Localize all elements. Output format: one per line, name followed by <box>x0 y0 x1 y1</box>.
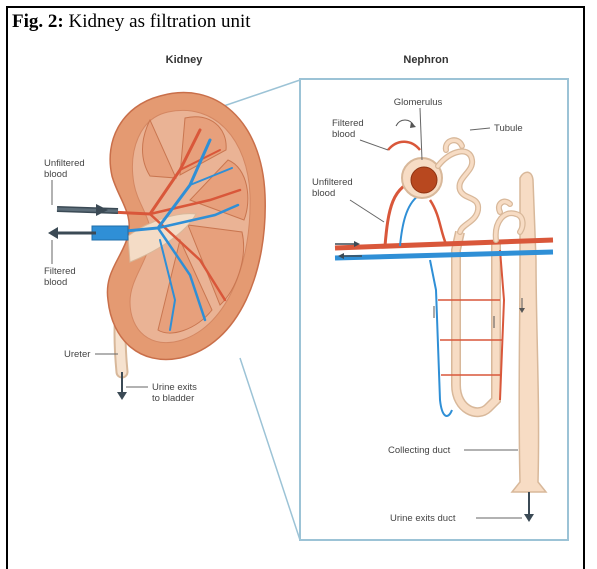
label-ureter: Ureter <box>64 349 90 360</box>
label-unfiltered-blood-nephron-line1: Unfiltered <box>312 177 353 188</box>
label-unfiltered-blood-kidney-line1: Unfiltered <box>44 158 85 169</box>
label-filtered-blood-nephron-line2: blood <box>332 129 355 140</box>
label-urine-exits-line2: to bladder <box>152 393 194 404</box>
label-urine-exits-line1: Urine exits <box>152 382 197 393</box>
label-filtered-blood-kidney-line1: Filtered <box>44 266 76 277</box>
label-tubule: Tubule <box>494 123 523 134</box>
nephron-title: Nephron <box>403 54 449 66</box>
label-unfiltered-blood-kidney-line2: blood <box>44 169 67 180</box>
label-glomerulus: Glomerulus <box>394 97 443 108</box>
label-unfiltered-blood-nephron-line2: blood <box>312 188 335 199</box>
kidney-title: Kidney <box>166 54 204 66</box>
label-urine-exits-duct: Urine exits duct <box>390 513 456 524</box>
renal-vein <box>92 226 128 240</box>
label-collecting-duct: Collecting duct <box>388 445 451 456</box>
label-filtered-blood-kidney-line2: blood <box>44 277 67 288</box>
label-filtered-blood-nephron-line1: Filtered <box>332 118 364 129</box>
glomerulus <box>411 167 437 193</box>
